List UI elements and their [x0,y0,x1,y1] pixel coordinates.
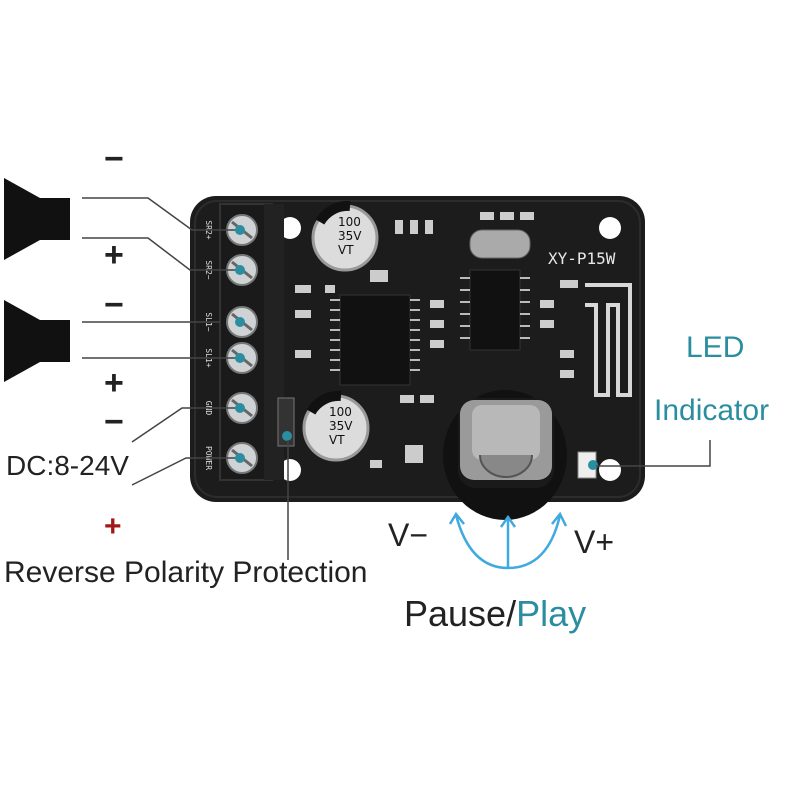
diode-marker [282,431,292,441]
terminal-block [219,203,284,481]
terminal-markers [235,225,245,463]
led-label-line1: LED [686,331,745,364]
mount-hole [279,217,301,239]
speaker1-minus-sign: − [104,140,124,178]
speaker2-minus-sign: − [104,286,124,324]
leader-lines [82,197,711,560]
capacitor-bottom [302,390,370,462]
capacitor-label: VT [338,243,354,257]
pause-play-label: Pause/Play [404,596,586,632]
led-label-line2: Indicator [654,394,770,427]
speaker2-plus-sign: + [104,364,124,402]
speaker-icon-bottom [4,300,70,382]
capacitor-label: 35V [329,419,353,433]
dc-voltage-label: DC:8-24V [6,450,129,481]
reverse-polarity-label: Reverse Polarity Protection [4,556,368,589]
slash-label: / [506,593,517,634]
power-minus-sign: − [104,403,124,441]
capacitor-top [311,200,379,272]
capacitor-label: 35V [338,229,362,243]
mount-hole [279,459,301,481]
capacitor-label: 100 [329,405,352,419]
volume-up-label: V+ [574,524,615,560]
mount-hole [599,217,621,239]
speaker-icon-top [4,178,70,260]
power-plus-sign: + [104,510,122,543]
mount-hole [599,459,621,481]
volume-down-label: V− [388,517,429,553]
capacitor-label: 100 [338,215,361,229]
pause-label: Pause [404,593,507,634]
capacitor-label: VT [329,433,345,447]
knob-arrows [448,511,568,570]
led-marker [588,460,598,470]
speaker1-plus-sign: + [104,236,124,274]
volume-knob [443,390,567,520]
model-label: XY-P15W [548,249,616,268]
play-label: Play [516,593,587,634]
